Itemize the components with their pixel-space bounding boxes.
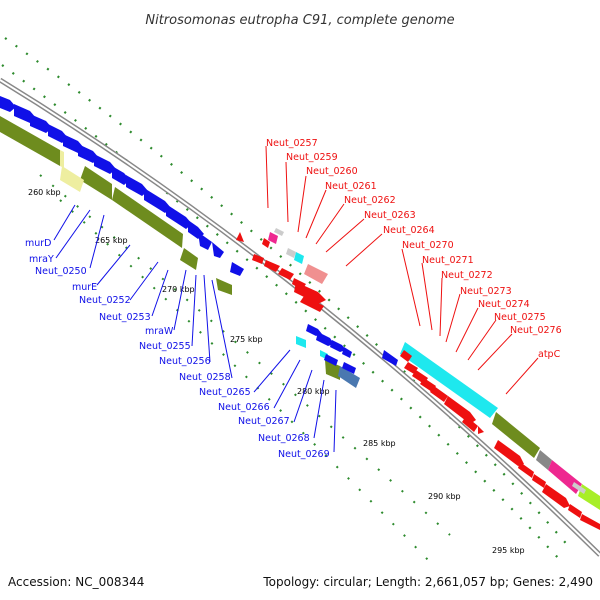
kbp-label: 270 kbp	[162, 285, 195, 294]
gene-label: Neut_0261	[325, 181, 377, 192]
gene-label: Neut_0273	[460, 286, 512, 297]
gene-label: Neut_0265	[199, 387, 251, 398]
kbp-labels: 260 kbp 265 kbp 270 kbp 275 kbp 280 kbp …	[28, 188, 525, 555]
gene-label: murE	[72, 282, 97, 293]
gene-label: Neut_0267	[238, 416, 290, 427]
inner-blue-track	[306, 324, 398, 374]
gene-label: Neut_0272	[441, 270, 493, 281]
gene-label: Neut_0258	[179, 372, 231, 383]
kbp-label: 280 kbp	[297, 387, 330, 396]
gene-label: mraW	[145, 326, 174, 337]
cyan-blocks	[294, 252, 498, 418]
kbp-label: 260 kbp	[28, 188, 61, 197]
gene-label: Neut_0255	[139, 341, 191, 352]
kbp-label: 295 kbp	[492, 546, 525, 555]
inner-guide-rings	[39, 174, 451, 563]
red-gene-labels: Neut_0257 Neut_0259 Neut_0260 Neut_0261 …	[266, 138, 562, 360]
gene-label: Neut_0253	[99, 312, 151, 323]
gene-label: Neut_0276	[510, 325, 562, 336]
gene-label: Neut_0263	[364, 210, 416, 221]
gene-label: Neut_0262	[344, 195, 396, 206]
gene-label: Neut_0270	[402, 240, 454, 251]
gene-label: Neut_0260	[306, 166, 358, 177]
gene-label: Neut_0266	[218, 402, 270, 413]
gene-label: Neut_0269	[278, 449, 330, 460]
map-title: Nitrosomonas eutropha C91, complete geno…	[145, 13, 454, 28]
gene-label: Neut_0274	[478, 299, 530, 310]
gene-label: Neut_0259	[286, 152, 338, 163]
steel-block	[338, 366, 360, 388]
right-blocks	[536, 450, 600, 510]
gene-label: Neut_0250	[35, 266, 87, 277]
gene-label: Neut_0256	[159, 356, 211, 367]
pale-yellow-block	[60, 166, 84, 192]
gene-label: atpC	[538, 349, 561, 360]
small-accents	[268, 228, 328, 284]
gene-label: Neut_0268	[258, 433, 310, 444]
blue-leader-lines	[53, 204, 337, 453]
kbp-label: 275 kbp	[230, 335, 263, 344]
kbp-label: 285 kbp	[363, 439, 396, 448]
red-leader-lines	[265, 145, 539, 395]
outer-blue-track	[0, 96, 244, 276]
gene-label: Neut_0264	[383, 225, 435, 236]
accession-text: Accession: NC_008344	[8, 575, 144, 589]
kbp-label: 290 kbp	[428, 492, 461, 501]
blue-gene-labels: murD mraY Neut_0250 murE Neut_0252 Neut_…	[25, 238, 330, 460]
gene-label: Neut_0275	[494, 312, 546, 323]
gene-label: Neut_0257	[266, 138, 318, 149]
gene-label: murD	[25, 238, 52, 249]
kbp-label: 265 kbp	[95, 236, 128, 245]
genome-summary: Topology: circular; Length: 2,661,057 bp…	[262, 575, 593, 589]
gene-label: Neut_0271	[422, 255, 474, 266]
gene-label: mraY	[29, 254, 54, 265]
olive-blocks	[0, 116, 540, 458]
red-genes	[236, 232, 600, 530]
gene-label: Neut_0252	[79, 295, 131, 306]
